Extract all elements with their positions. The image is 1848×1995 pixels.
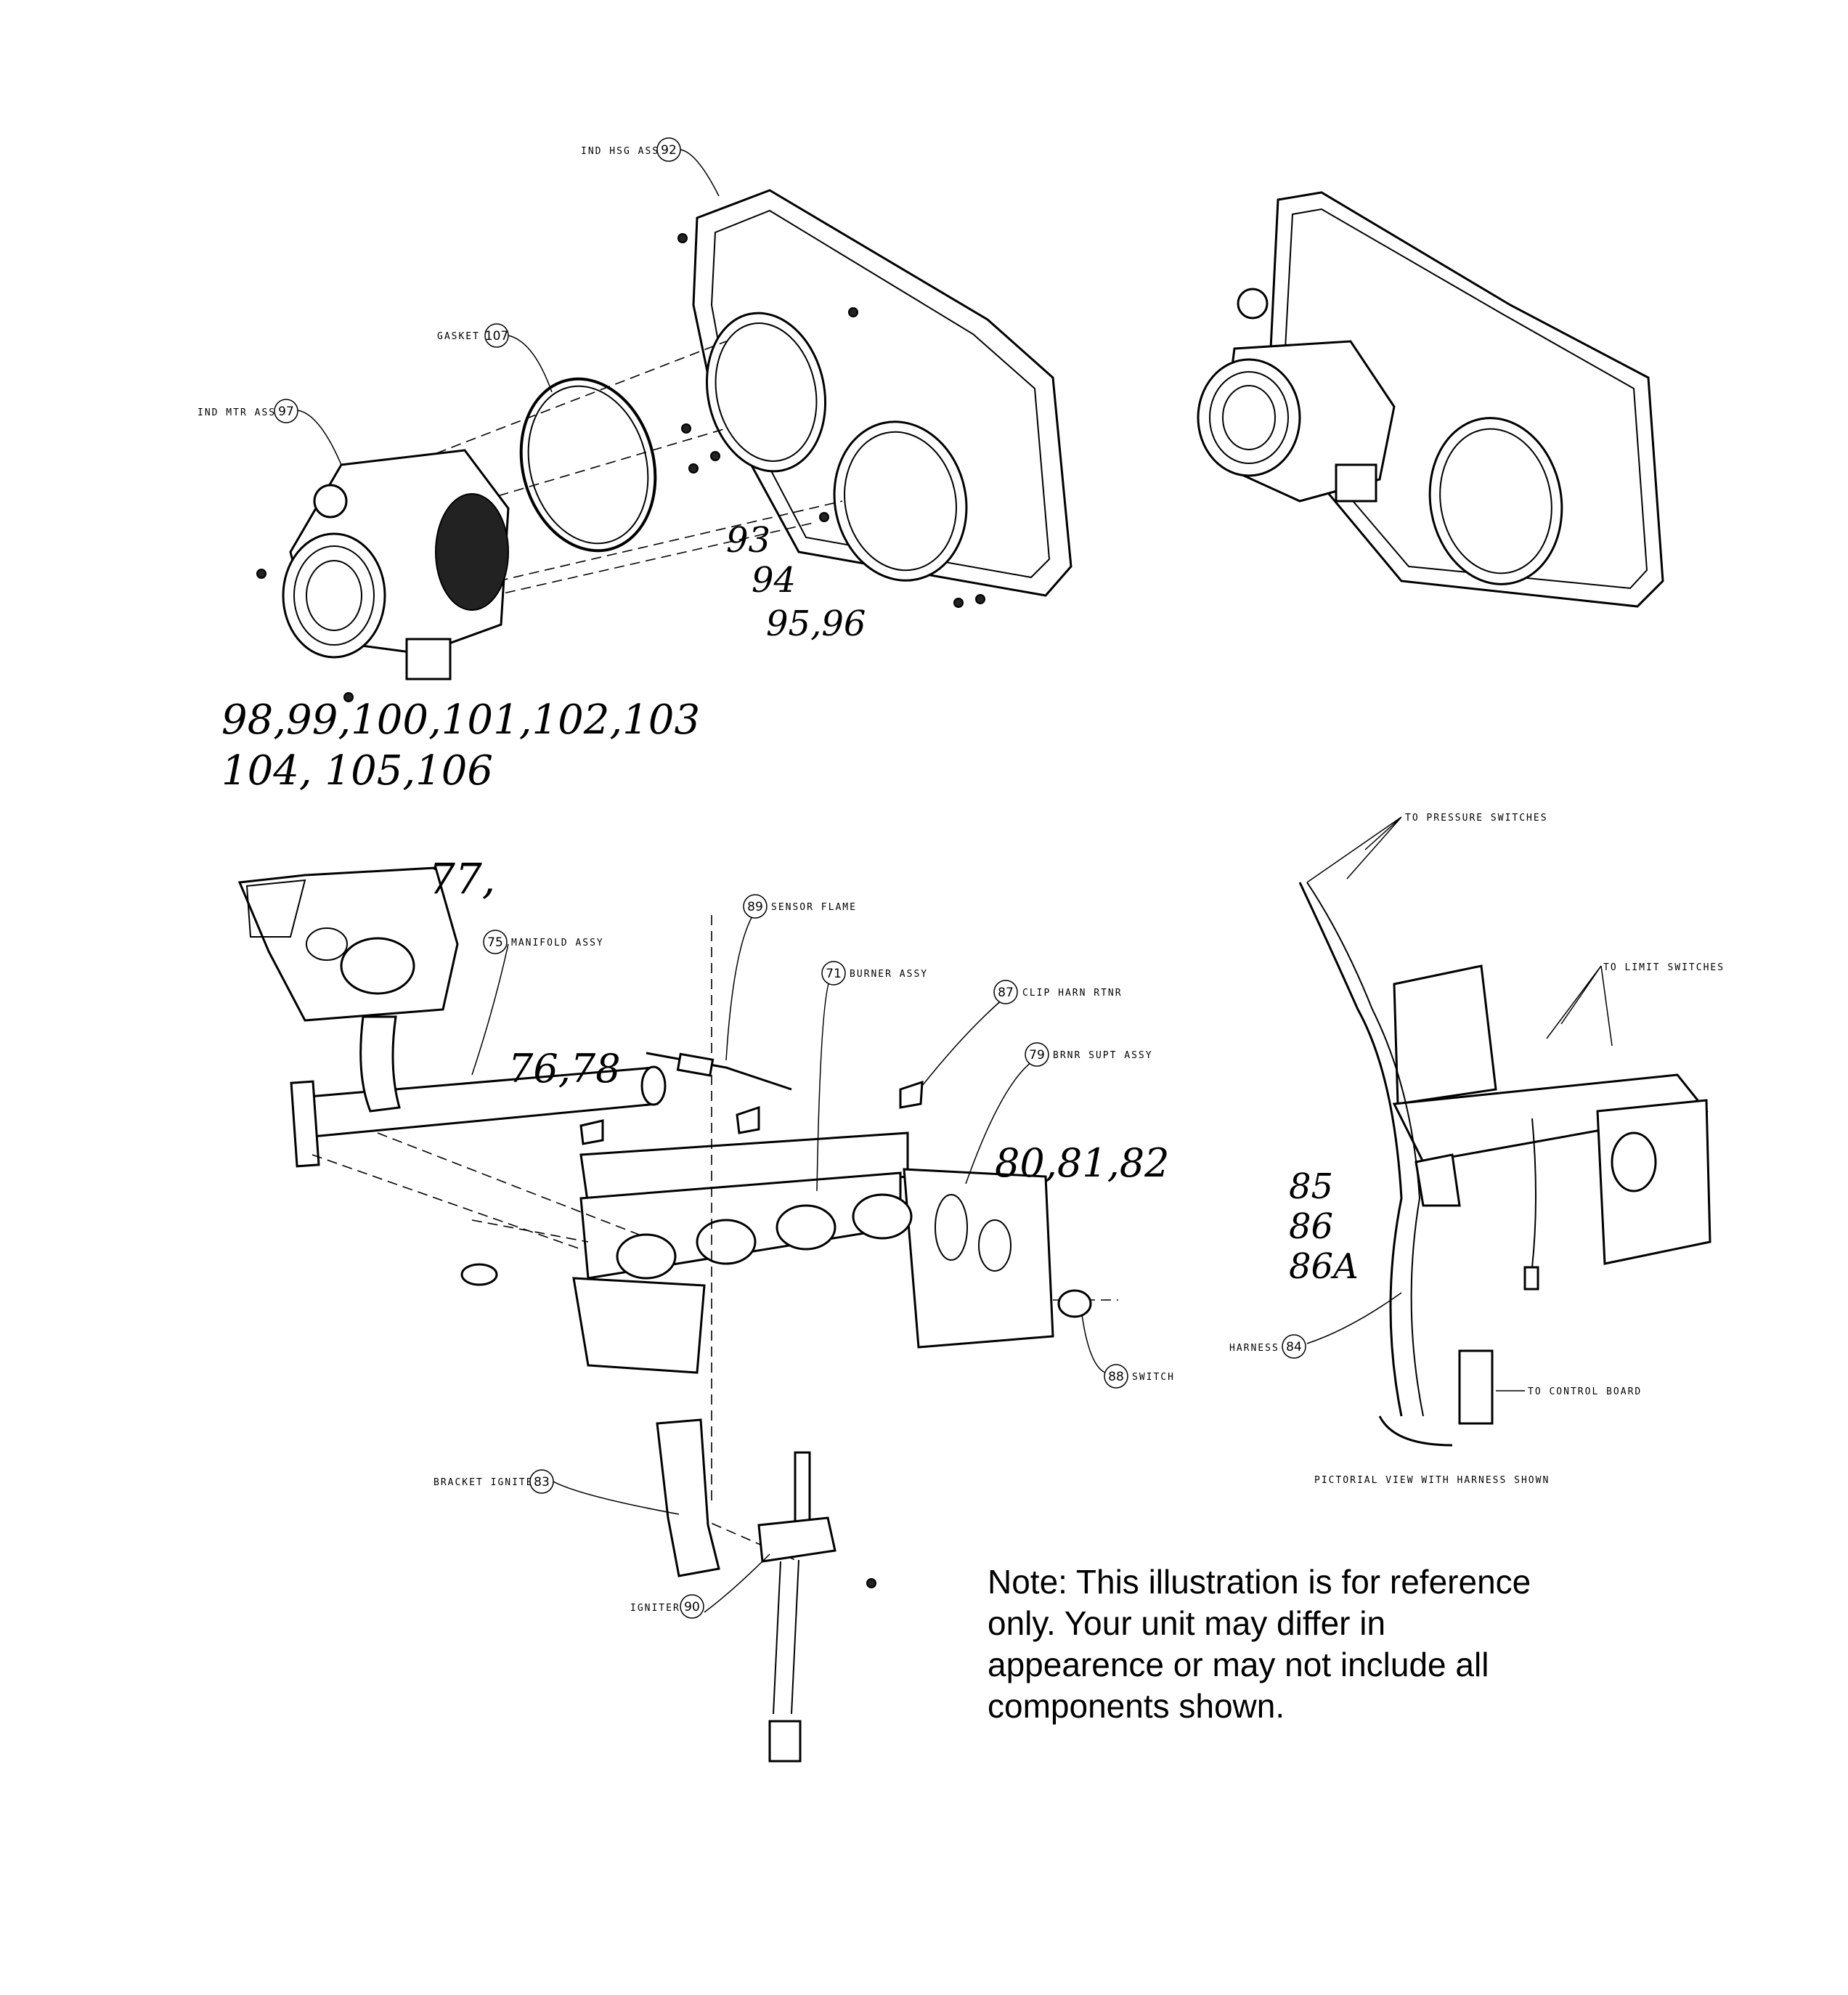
- svg-text:87: 87: [998, 986, 1014, 1000]
- label-to-pressure-switches: TO PRESSURE SWITCHES: [1405, 813, 1548, 824]
- hw-housing-1: 93: [726, 520, 770, 561]
- svg-text:97: 97: [278, 405, 294, 419]
- svg-text:IND MTR ASSY: IND MTR ASSY: [198, 407, 283, 418]
- svg-text:84: 84: [1286, 1340, 1302, 1354]
- svg-text:BRACKET IGNITER: BRACKET IGNITER: [433, 1477, 540, 1488]
- hw-housing-3: 95,96: [766, 604, 866, 644]
- callout-leaders: [297, 149, 1613, 1613]
- harness-caption: PICTORIAL VIEW WITH HARNESS SHOWN: [1314, 1475, 1550, 1486]
- label-to-limit-switches: TO LIMIT SWITCHES: [1603, 962, 1725, 973]
- svg-text:BRNR SUPT ASSY: BRNR SUPT ASSY: [1053, 1050, 1153, 1061]
- hw-support: 80,81,82: [995, 1140, 1169, 1186]
- svg-text:BURNER ASSY: BURNER ASSY: [850, 969, 928, 980]
- svg-text:IND HSG ASSY: IND HSG ASSY: [581, 146, 667, 157]
- svg-text:MANIFOLD ASSY: MANIFOLD ASSY: [511, 938, 604, 948]
- callout-clip-harn-rtnr: 87 CLIP HARN RTNR: [993, 980, 1123, 1004]
- hw-housing-2: 94: [752, 560, 796, 601]
- hw-harness-1: 85: [1289, 1166, 1333, 1207]
- callout-harness: HARNESS 84: [1229, 1334, 1306, 1359]
- disclaimer-note: Note: This illustration is for reference…: [988, 1563, 1531, 1725]
- hw-harness-3: 86A: [1289, 1246, 1359, 1287]
- flame-sensor: [646, 1052, 792, 1091]
- svg-text:92: 92: [661, 143, 677, 158]
- inducer-housing-exploded: [677, 189, 1072, 608]
- callout-switch: 88 SWITCH: [1104, 1364, 1175, 1389]
- inducer-motor-exploded: [256, 449, 510, 702]
- burners: [616, 1193, 913, 1280]
- svg-text:107: 107: [485, 329, 508, 344]
- svg-text:71: 71: [826, 967, 842, 981]
- inducer-assembled: [1197, 191, 1664, 608]
- svg-text:88: 88: [1108, 1370, 1124, 1384]
- igniter-bracket: [656, 1418, 720, 1577]
- svg-text:SWITCH: SWITCH: [1132, 1372, 1175, 1383]
- svg-text:GASKET: GASKET: [437, 331, 480, 342]
- svg-text:79: 79: [1029, 1048, 1045, 1062]
- svg-text:IGNITER: IGNITER: [630, 1603, 680, 1614]
- svg-text:CLIP HARN RTNR: CLIP HARN RTNR: [1022, 988, 1123, 999]
- hw-valve: 77,: [428, 854, 495, 903]
- harness-pictorial: [1298, 882, 1711, 1447]
- hw-motor-1: 98,99,100,101,102,103: [221, 696, 700, 744]
- gas-valve: [237, 866, 459, 1022]
- svg-text:75: 75: [487, 935, 503, 950]
- limit-switch: [1057, 1289, 1092, 1318]
- callout-brnr-supt-assy: 79 BRNR SUPT ASSY: [1025, 1042, 1153, 1067]
- hw-harness-2: 86: [1289, 1206, 1333, 1247]
- svg-text:83: 83: [534, 1475, 550, 1490]
- svg-text:SENSOR FLAME: SENSOR FLAME: [771, 902, 857, 913]
- gasket-ring: [519, 377, 657, 553]
- callout-sensor-flame: 89 SENSOR FLAME: [743, 894, 857, 919]
- svg-text:90: 90: [684, 1600, 700, 1614]
- callout-ind-mtr-assy: IND MTR ASSY 97: [198, 399, 298, 423]
- callout-manifold-assy: 75 MANIFOLD ASSY: [483, 930, 604, 954]
- label-to-control-board: TO CONTROL BOARD: [1528, 1386, 1642, 1397]
- callout-igniter: IGNITER 90: [630, 1594, 704, 1619]
- callout-ind-hsg-assy: IND HSG ASSY 92: [581, 137, 681, 162]
- hw-motor-2: 104, 105,106: [221, 747, 493, 795]
- svg-text:89: 89: [747, 900, 763, 914]
- callout-burner-assy: 71 BURNER ASSY: [821, 961, 928, 986]
- svg-text:HARNESS: HARNESS: [1229, 1343, 1279, 1354]
- callout-gasket: GASKET 107: [437, 323, 509, 348]
- igniter: [757, 1451, 876, 1763]
- hw-manifold: 76,78: [508, 1046, 621, 1092]
- callout-bracket-igniter: BRACKET IGNITER 83: [433, 1469, 554, 1494]
